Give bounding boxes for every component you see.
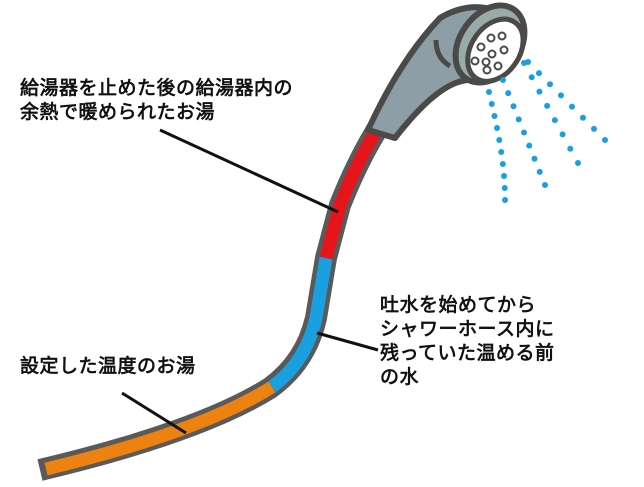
water-spray [486,59,608,203]
water-drop [536,70,542,77]
water-drop [499,161,506,167]
label-residual-heat-water: 給湯器を止めた後の給湯器内の 余熱で暖められたお湯 [20,76,293,124]
water-drop [501,185,508,191]
label-line: 吐水を始めてから [380,294,537,316]
water-drop [542,182,548,188]
leader-line-residual-heat [159,128,339,214]
label-line: 残っていた温める前 [380,342,555,364]
water-drop [491,113,498,119]
water-drop [500,77,506,83]
water-drop [559,131,566,138]
water-drop [569,103,575,110]
hose-segment-cold-water [268,256,333,393]
label-line: 余熱で暖められたお湯 [20,101,216,123]
water-drop [575,160,581,166]
water-drop [521,129,527,136]
label-set-temperature-water: 設定した温度のお湯 [20,354,196,378]
water-drop [551,117,558,124]
water-drop [496,137,503,143]
water-drop [505,90,512,97]
label-line: 給湯器を止めた後の給湯器内の [20,77,294,99]
label-line: 設定した温度のお湯 [20,355,196,377]
water-drop [515,116,522,123]
water-drop [558,92,564,99]
water-drop [525,59,531,65]
shower-nozzles [470,31,509,75]
water-drop [591,125,597,132]
water-drop [531,155,538,162]
water-drop [501,173,508,179]
shower-head [452,2,528,86]
leader-line-cold-water [316,331,379,352]
water-drop [526,142,533,149]
leader-line-set-temperature [121,391,187,435]
water-drop [498,149,505,155]
water-drop [602,137,608,143]
water-drop [580,114,586,121]
label-line: の水 [380,366,420,388]
water-drop [502,197,508,203]
water-drop [547,81,553,88]
label-line: シャワーホース内に [380,318,555,340]
hose-segment-residual-heat [319,127,382,260]
water-drop [528,74,535,81]
water-drop [567,145,574,152]
water-drop [536,88,543,95]
label-hose-cold-water: 吐水を始めてから シャワーホース内に 残っていた温める前 の水 [380,293,555,389]
water-drop [544,102,551,109]
water-drop [494,125,500,131]
water-drop [536,168,543,175]
water-drop [486,89,492,95]
handle-ridge [433,39,452,69]
water-drop [510,103,517,110]
water-drop [488,101,495,107]
